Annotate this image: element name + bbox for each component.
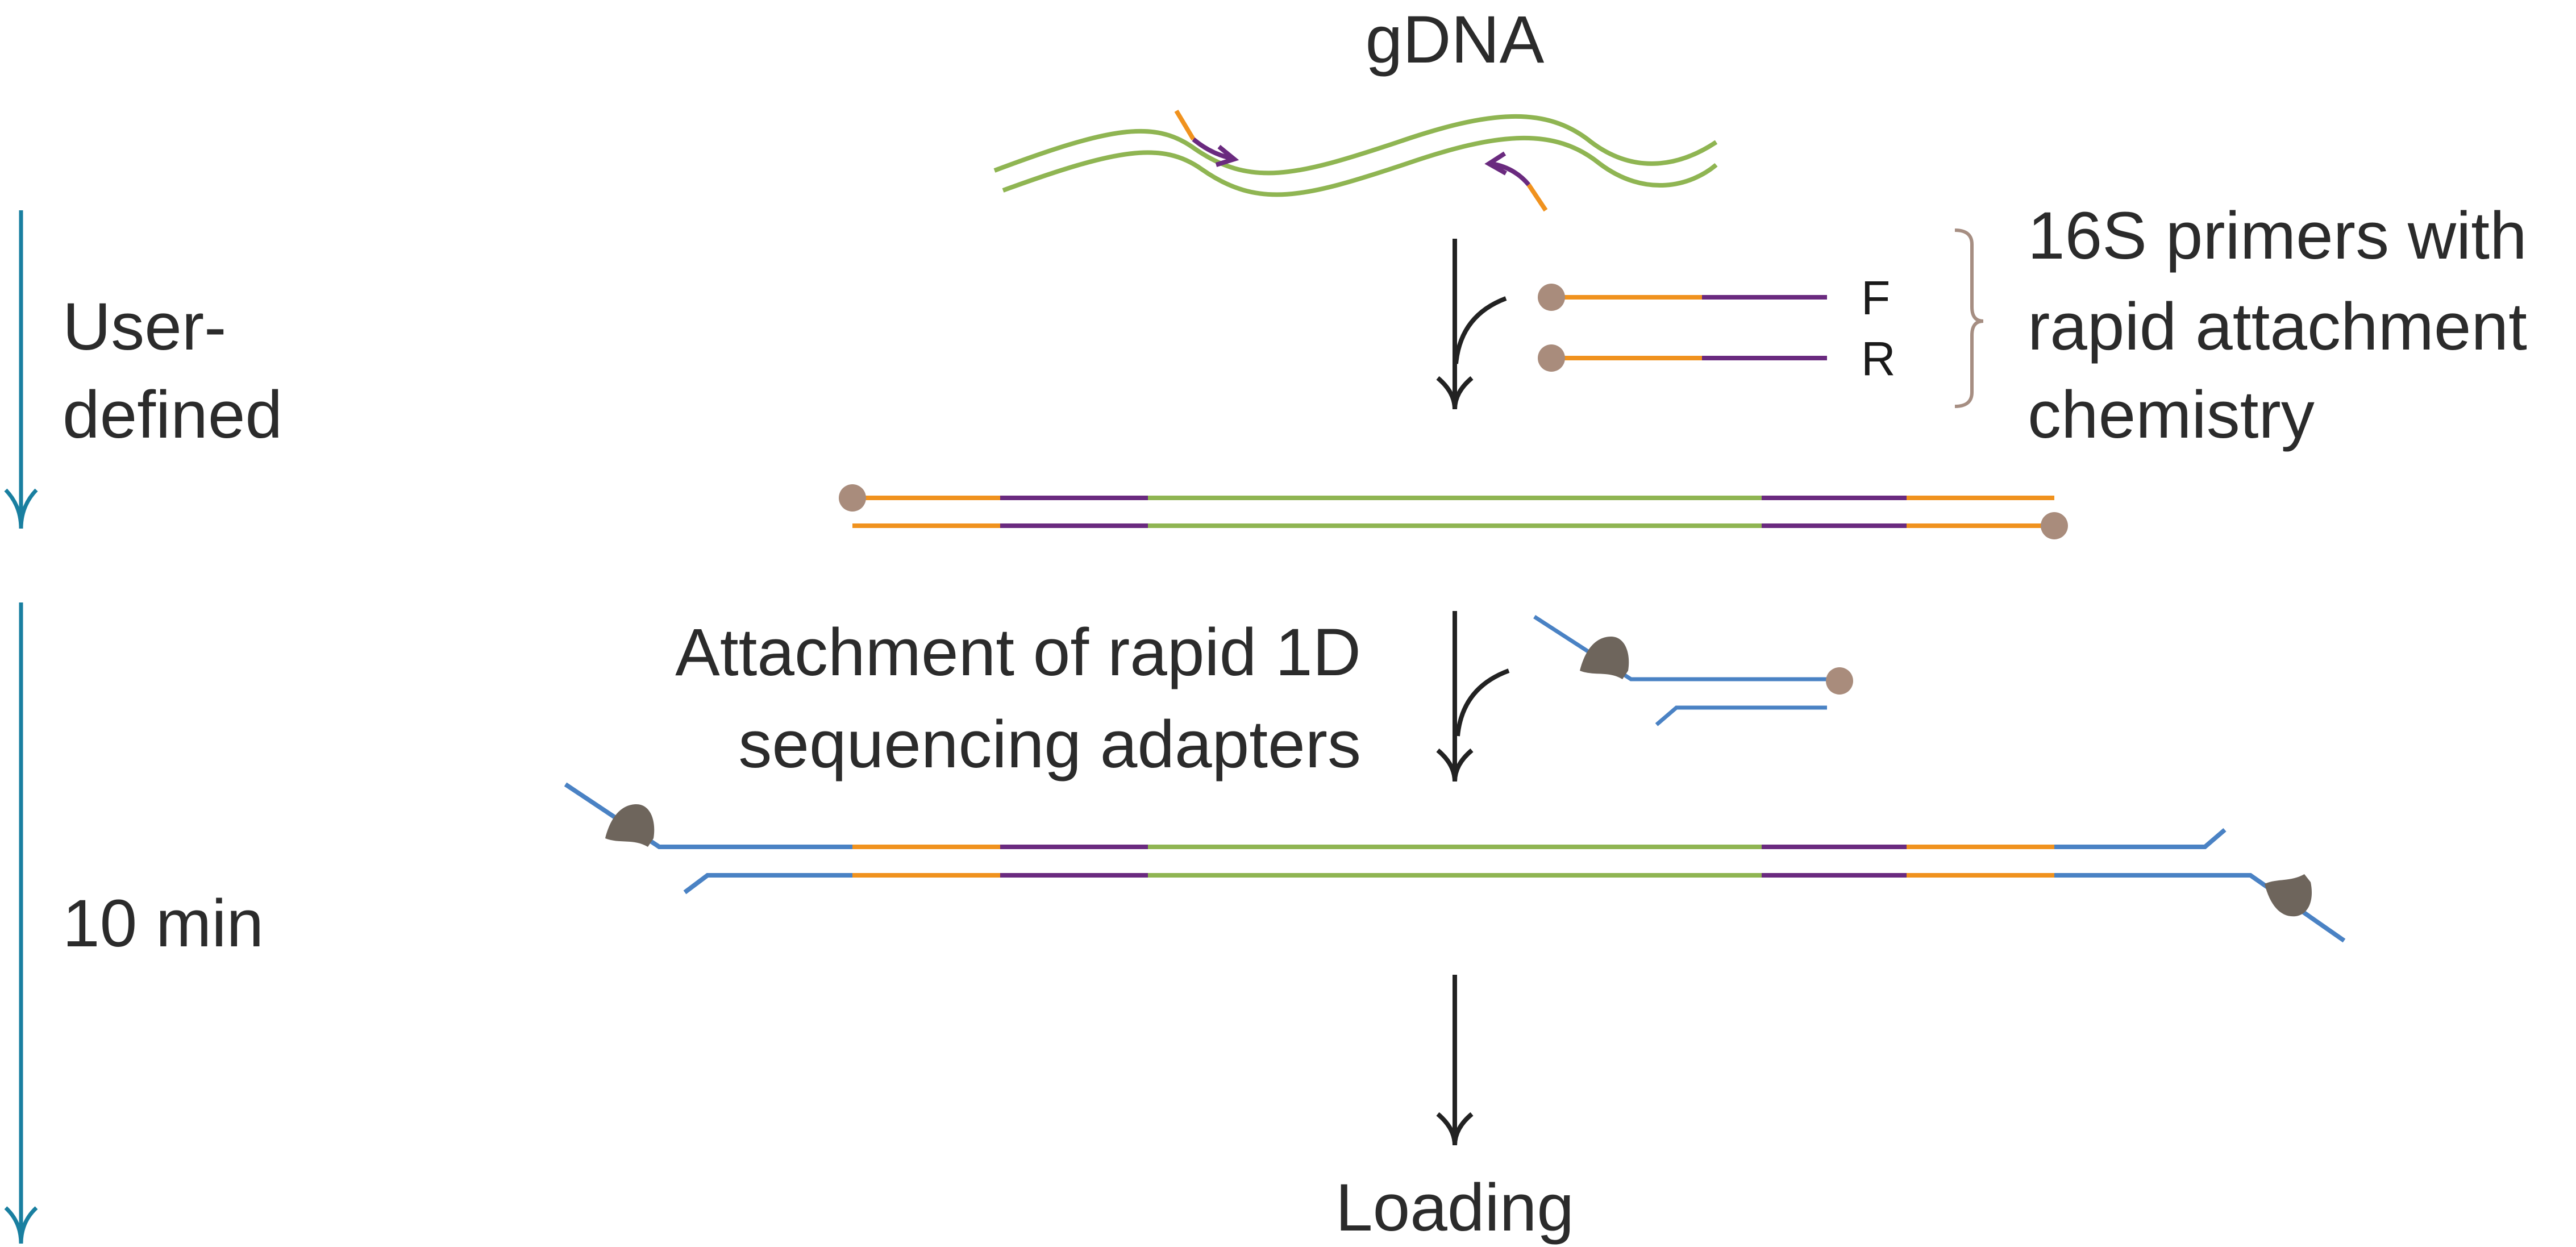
gdna-double-strand [993,114,1718,197]
adapted-amplicon-top-strand [564,782,2227,849]
timeline-arrowhead-user-defined [4,488,38,529]
amplicon-top-strand [839,484,2054,512]
rapid-1d-adapter [1533,615,1853,726]
attachment-bead [1538,284,1565,311]
flow-arrow-1 [1436,239,1507,410]
attachment-bead [1826,667,1853,695]
flow-arrow-3 [1436,975,1474,1146]
motor-protein [605,804,655,847]
primer-reverse-label: R [1861,332,1896,385]
adapted-amplicon-bottom-strand [683,873,2346,943]
annealed-primer-reverse [1484,151,1548,212]
timeline-stage1-line2: defined [63,377,282,452]
primer-bracket [1954,228,1984,408]
primer-reverse [1538,344,1827,372]
timeline-stage2-label: 10 min [63,886,264,961]
primer-forward [1538,284,1827,311]
primers-description-line1: 16S primers with [2028,198,2527,273]
timeline-stage1-line1: User- [63,289,226,364]
annealed-primer-forward [1174,109,1239,167]
gdna-label: gDNA [1366,2,1545,77]
loading-label: Loading [1335,1170,1574,1245]
motor-protein [1580,637,1629,679]
attachment-bead [2041,512,2068,539]
primer-forward-label: F [1861,271,1890,325]
attachment-bead [839,484,866,512]
attachment-description-line2: sequencing adapters [738,707,1361,782]
amplicon-bottom-strand [852,512,2068,539]
motor-protein [2265,874,2312,917]
attachment-bead [1538,344,1565,372]
primers-description-line3: chemistry [2028,377,2315,452]
timeline: User- defined 10 min [4,210,282,1244]
flow-arrow-2 [1436,611,1510,782]
timeline-arrowhead-10-min [4,1206,38,1244]
primers-description-line2: rapid attachment [2028,289,2527,364]
attachment-description-line1: Attachment of rapid 1D [675,615,1361,690]
